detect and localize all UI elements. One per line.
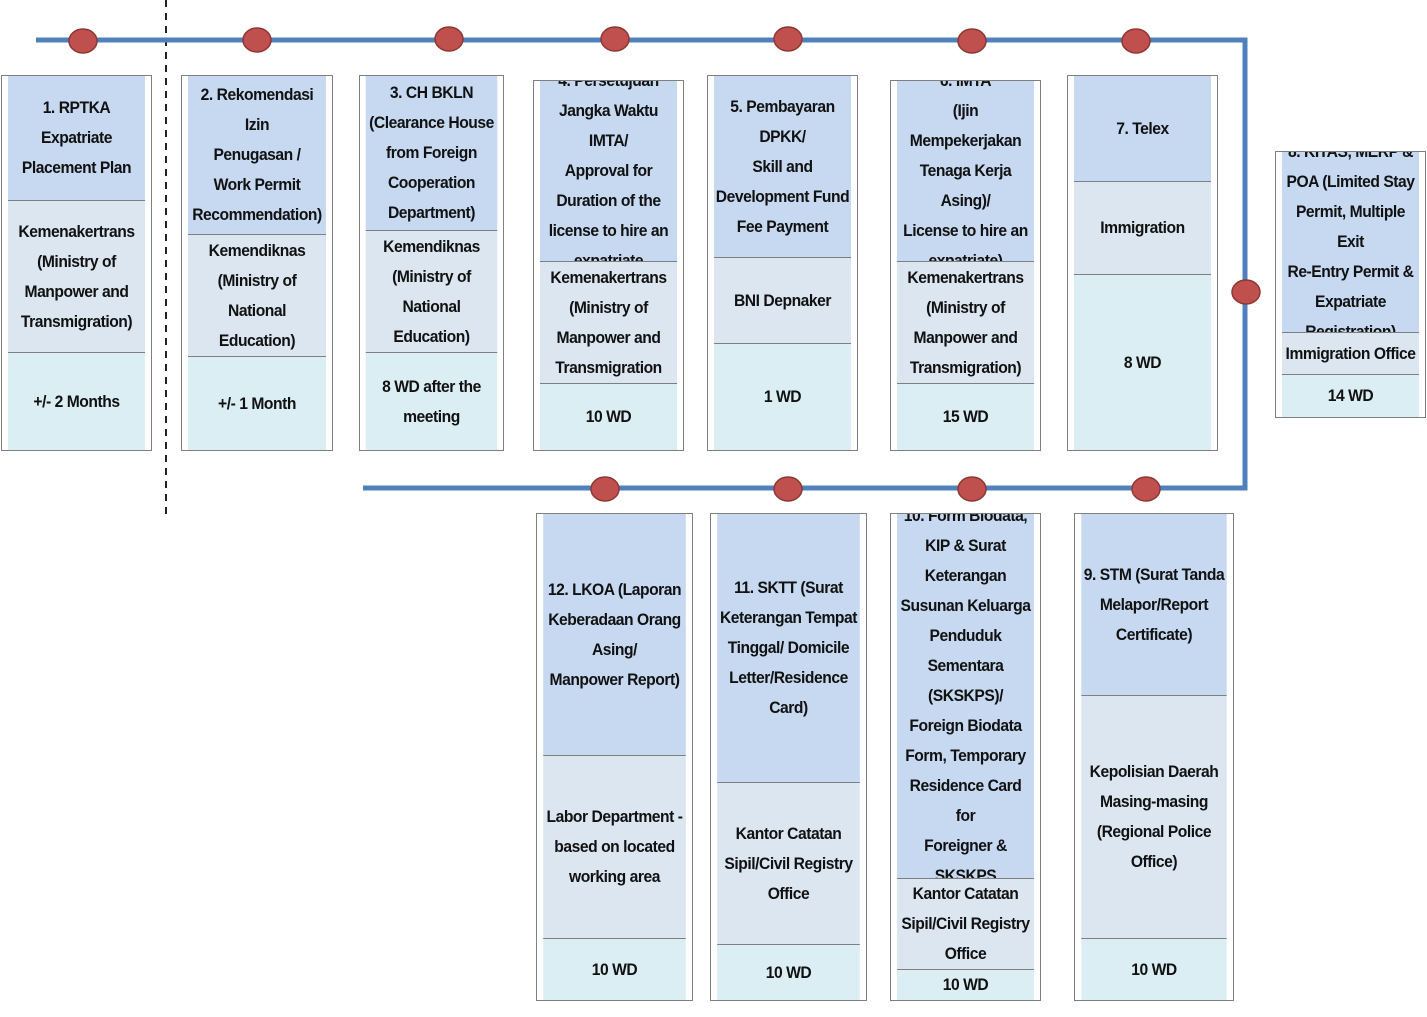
timeline-node (1231, 279, 1261, 305)
step-card-1: 1. RPTKA Expatriate Placement Plan Kemen… (1, 75, 152, 451)
step-title: 7. Telex (1073, 76, 1212, 181)
step-card-8: 8. KITAS, MERP & POA (Limited Stay Permi… (1275, 151, 1426, 418)
step-card-3: 3. CH BKLN (Clearance House from Foreign… (359, 75, 504, 451)
step-duration: +/- 1 Month (188, 356, 326, 450)
step-duration: 8 WD after the meeting (365, 352, 498, 450)
step-duration: 10 WD (896, 969, 1035, 1000)
timeline-node (957, 28, 987, 54)
step-agency: Kantor Catatan Sipil/Civil Registry Offi… (896, 878, 1035, 969)
step-card-4: 4. Persetujuan Jangka Waktu IMTA/ Approv… (533, 80, 684, 451)
step-duration: 10 WD (717, 944, 860, 1000)
step-duration: +/- 2 Months (7, 352, 146, 450)
step-agency: BNI Depnaker (713, 257, 852, 343)
step-card-2: 2. Rekomendasi Izin Penugasan / Work Per… (181, 75, 333, 451)
step-agency: Kantor Catatan Sipil/Civil Registry Offi… (717, 782, 860, 944)
step-title: 4. Persetujuan Jangka Waktu IMTA/ Approv… (539, 81, 678, 261)
timeline-node (434, 26, 464, 52)
step-card-9: 9. STM (Surat Tanda Melapor/Report Certi… (1074, 513, 1234, 1001)
step-agency: Immigration (1073, 181, 1212, 274)
step-duration: 8 WD (1073, 274, 1212, 450)
timeline-node (773, 476, 803, 502)
step-agency: Kemenakertrans (Ministry of Manpower and… (7, 200, 146, 352)
step-title: 3. CH BKLN (Clearance House from Foreign… (365, 76, 498, 230)
step-agency: Kepolisian Daerah Masing-masing (Regiona… (1081, 695, 1227, 938)
timeline-node (1121, 28, 1151, 54)
step-agency: Kemendiknas (Ministry of National Educat… (365, 230, 498, 352)
step-agency: Immigration Office (1281, 332, 1420, 374)
step-agency: Kemenakertrans (Ministry of Manpower and… (896, 261, 1035, 383)
connector-path (36, 37, 1248, 491)
step-card-10: 10. Form Biodata, KIP & Surat Keterangan… (890, 513, 1041, 1001)
timeline-node (1131, 476, 1161, 502)
step-title: 5. Pembayaran DPKK/ Skill and Developmen… (713, 76, 852, 257)
timeline-node (773, 26, 803, 52)
step-duration: 1 WD (713, 343, 852, 450)
step-title: 2. Rekomendasi Izin Penugasan / Work Per… (188, 76, 326, 234)
step-card-7: 7. Telex Immigration 8 WD (1067, 75, 1218, 451)
step-card-5: 5. Pembayaran DPKK/ Skill and Developmen… (707, 75, 858, 451)
step-card-12: 12. LKOA (Laporan Keberadaan Orang Asing… (536, 513, 693, 1001)
step-title: 10. Form Biodata, KIP & Surat Keterangan… (896, 514, 1035, 878)
step-duration: 10 WD (543, 938, 686, 1000)
timeline-node (600, 26, 630, 52)
timeline-node (242, 27, 272, 53)
timeline-node (590, 476, 620, 502)
step-duration: 14 WD (1281, 374, 1420, 417)
step-card-11: 11. SKTT (Surat Keterangan Tempat Tingga… (710, 513, 867, 1001)
timeline-node (957, 476, 987, 502)
step-agency: Labor Department - based on located work… (543, 755, 686, 938)
step-agency: Kemendiknas (Ministry of National Educat… (188, 234, 326, 356)
step-agency: Kemenakertrans (Ministry of Manpower and… (539, 261, 678, 383)
step-card-6: 6. IMTA (Ijin Mempekerjakan Tenaga Kerja… (890, 80, 1041, 451)
step-duration: 10 WD (1081, 938, 1227, 1000)
step-title: 11. SKTT (Surat Keterangan Tempat Tingga… (717, 514, 860, 782)
timeline-node (68, 28, 98, 54)
step-title: 12. LKOA (Laporan Keberadaan Orang Asing… (543, 514, 686, 755)
step-title: 6. IMTA (Ijin Mempekerjakan Tenaga Kerja… (896, 81, 1035, 261)
step-title: 8. KITAS, MERP & POA (Limited Stay Permi… (1281, 152, 1420, 332)
step-duration: 10 WD (539, 383, 678, 450)
step-title: 1. RPTKA Expatriate Placement Plan (7, 76, 146, 200)
step-duration: 15 WD (896, 383, 1035, 450)
step-title: 9. STM (Surat Tanda Melapor/Report Certi… (1081, 514, 1227, 695)
